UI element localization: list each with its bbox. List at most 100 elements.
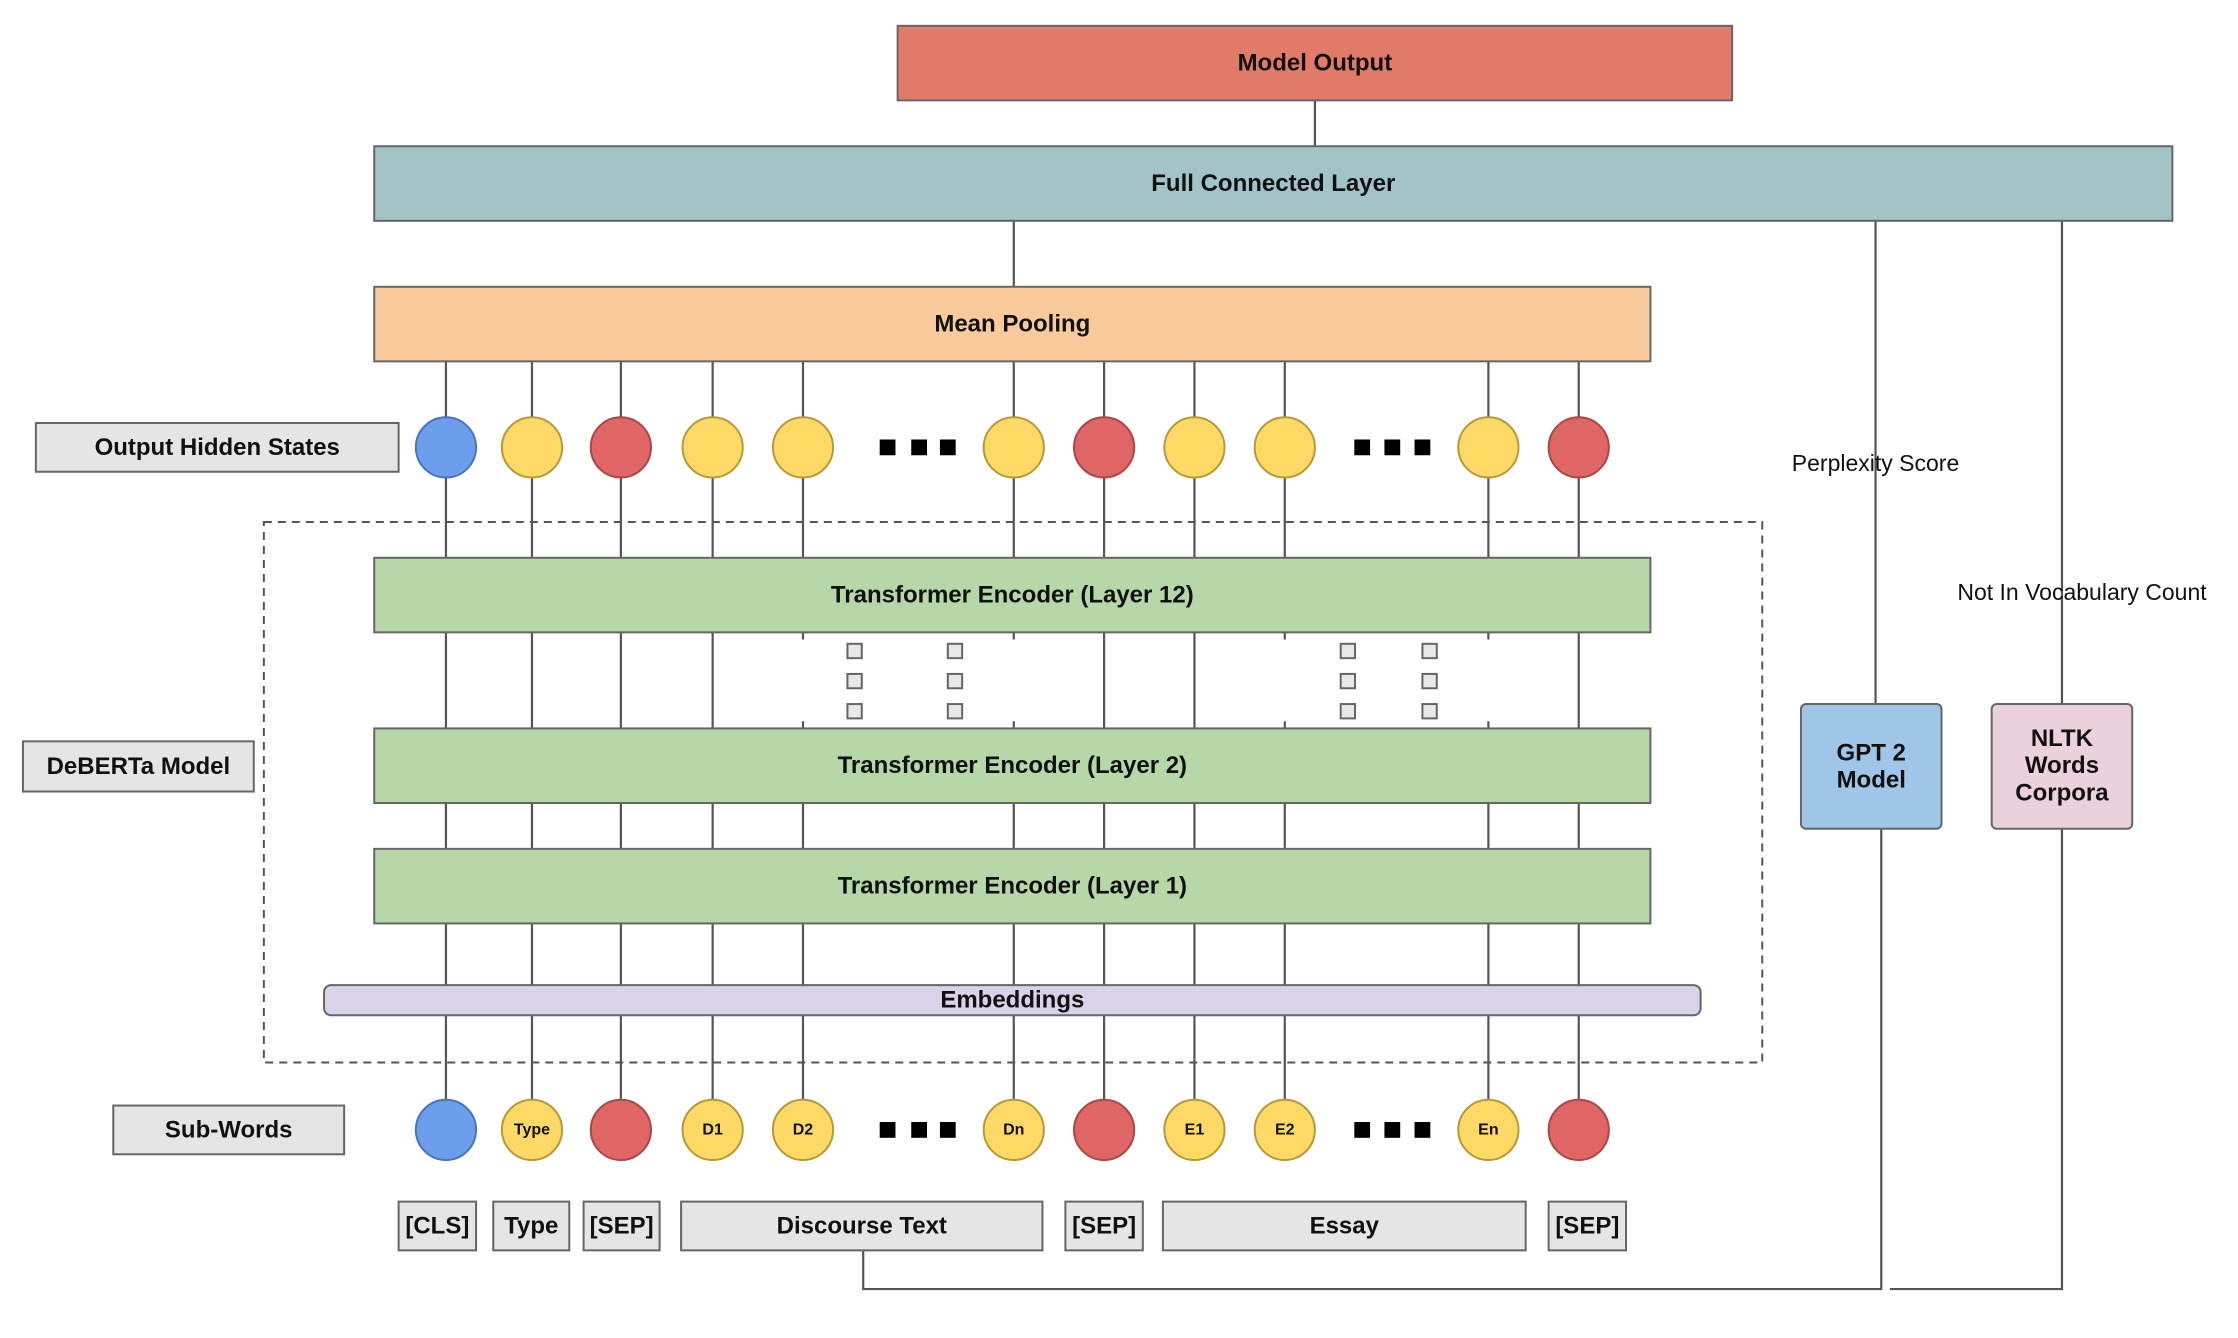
hidden-state-token — [982, 416, 1045, 479]
ellipsis-dot — [879, 1122, 896, 1138]
output-hidden-states-label: Output Hidden States — [95, 434, 340, 461]
hidden-state-token — [1163, 416, 1226, 479]
sub-word-token-label: En — [1478, 1121, 1498, 1138]
hidden-state-token — [589, 416, 652, 479]
link-discourse-gpt2 — [862, 828, 1883, 1291]
embeddings-label: Embeddings — [940, 987, 1084, 1014]
type-segment-box — [492, 1200, 571, 1252]
deberta-model-box — [21, 740, 255, 793]
layer-ellipsis-dot — [946, 672, 964, 690]
encoder-layer-12-label: Transformer Encoder (Layer 12) — [831, 582, 1194, 609]
hidden-state-token — [1457, 416, 1520, 479]
model-output-label: Model Output — [1238, 50, 1393, 77]
ellipsis-dot — [879, 439, 896, 456]
hidden-state-token — [1072, 416, 1136, 479]
ellipsis-dot — [1384, 439, 1401, 456]
sub-word-token — [500, 1098, 564, 1162]
sub-words-box — [112, 1104, 346, 1156]
layer-ellipsis-dot — [946, 642, 964, 660]
gpt2-model-label: GPT 2 — [1837, 739, 1906, 766]
sub-word-token — [1457, 1098, 1520, 1162]
link-text-nltk — [1889, 828, 2064, 1291]
ellipsis-dot — [911, 1122, 928, 1138]
sub-word-token — [1547, 1098, 1610, 1162]
nltk-corpora-label: Words — [2025, 752, 2099, 779]
layer-ellipsis-dot — [1421, 703, 1438, 720]
sep-segment-box — [582, 1200, 661, 1252]
discourse-text-segment-label: Discourse Text — [777, 1212, 947, 1239]
sub-word-token — [681, 1098, 744, 1162]
encoder-layer-1-label: Transformer Encoder (Layer 1) — [838, 873, 1187, 900]
sub-word-token — [1072, 1098, 1136, 1162]
hidden-state-token — [681, 416, 744, 479]
mean-pooling-box — [373, 285, 1652, 363]
sep-segment-box — [1064, 1200, 1144, 1252]
deberta-model-label: DeBERTa Model — [47, 753, 231, 780]
gpt2-model-label: Model — [1837, 767, 1906, 794]
ellipsis-dot — [911, 439, 928, 456]
mean-pooling-label: Mean Pooling — [934, 311, 1090, 338]
ellipsis-dot — [1354, 439, 1371, 456]
ellipsis-dot — [1414, 1122, 1431, 1138]
sub-word-token — [982, 1098, 1045, 1162]
embeddings-box — [323, 984, 1702, 1017]
sep-segment-label: [SEP] — [590, 1212, 654, 1239]
model-output-box — [896, 24, 1734, 102]
fully-connected-label: Full Connected Layer — [1151, 170, 1395, 197]
sub-word-token — [589, 1098, 652, 1162]
encoder-layer-1-box — [373, 847, 1652, 925]
deberta-boundary — [262, 520, 1764, 1064]
layer-ellipsis-dot — [1339, 703, 1357, 720]
ellipsis-dot — [1414, 439, 1431, 456]
layer-ellipsis-dot — [1421, 642, 1438, 660]
essay-segment-box — [1161, 1200, 1527, 1252]
ellipsis-dot — [1384, 1122, 1401, 1138]
not-in-vocab-label: Not In Vocabulary Count — [1957, 579, 2207, 605]
ellipsis-dot — [939, 1122, 956, 1138]
encoder-layer-2-label: Transformer Encoder (Layer 2) — [838, 752, 1187, 779]
nltk-corpora-box — [1990, 703, 2134, 830]
type-segment-label: Type — [504, 1212, 558, 1239]
sep-segment-label: [SEP] — [1072, 1212, 1136, 1239]
hidden-state-token — [414, 416, 478, 479]
sub-word-token-label: E2 — [1275, 1121, 1295, 1138]
layer-ellipsis-dot — [1339, 672, 1357, 690]
sub-word-token-label: Type — [514, 1121, 550, 1138]
encoder-layer-2-box — [373, 727, 1652, 804]
gpt2-model-box — [1799, 703, 1943, 830]
essay-segment-label: Essay — [1310, 1212, 1380, 1239]
hidden-state-token — [500, 416, 564, 479]
sub-word-token-label: D1 — [702, 1121, 723, 1138]
ellipsis-dot — [939, 439, 956, 456]
output-hidden-states-box — [34, 422, 400, 473]
layer-ellipsis-dot — [1421, 672, 1438, 690]
sub-word-token — [771, 1098, 835, 1162]
hidden-state-token — [1547, 416, 1610, 479]
ellipsis-dot — [1354, 1122, 1371, 1138]
layer-ellipsis-dot — [846, 642, 863, 660]
hidden-state-token — [771, 416, 835, 479]
sub-word-token-label: Dn — [1003, 1121, 1024, 1138]
sep-segment-label: [SEP] — [1555, 1212, 1619, 1239]
sub-word-token — [1163, 1098, 1226, 1162]
layer-ellipsis-dot — [946, 703, 964, 720]
nltk-corpora-label: NLTK — [2031, 725, 2094, 752]
nltk-corpora-label: Corpora — [2015, 779, 2109, 806]
layer-ellipsis-dot — [846, 703, 863, 720]
cls-segment-label: [CLS] — [405, 1212, 469, 1239]
layer-ellipsis-dot — [1339, 642, 1357, 660]
perplexity-score-label: Perplexity Score — [1792, 450, 1959, 476]
sub-words-label: Sub-Words — [165, 1116, 293, 1143]
fully-connected-box — [373, 145, 2174, 222]
sub-word-token — [414, 1098, 478, 1162]
layer-ellipsis-dot — [846, 672, 863, 690]
sub-word-token — [1253, 1098, 1316, 1162]
sep-segment-box — [1547, 1200, 1628, 1252]
sub-word-token-label: D2 — [793, 1121, 814, 1138]
encoder-layer-12-box — [373, 556, 1652, 634]
cls-segment-box — [397, 1200, 478, 1252]
hidden-state-token — [1253, 416, 1316, 479]
